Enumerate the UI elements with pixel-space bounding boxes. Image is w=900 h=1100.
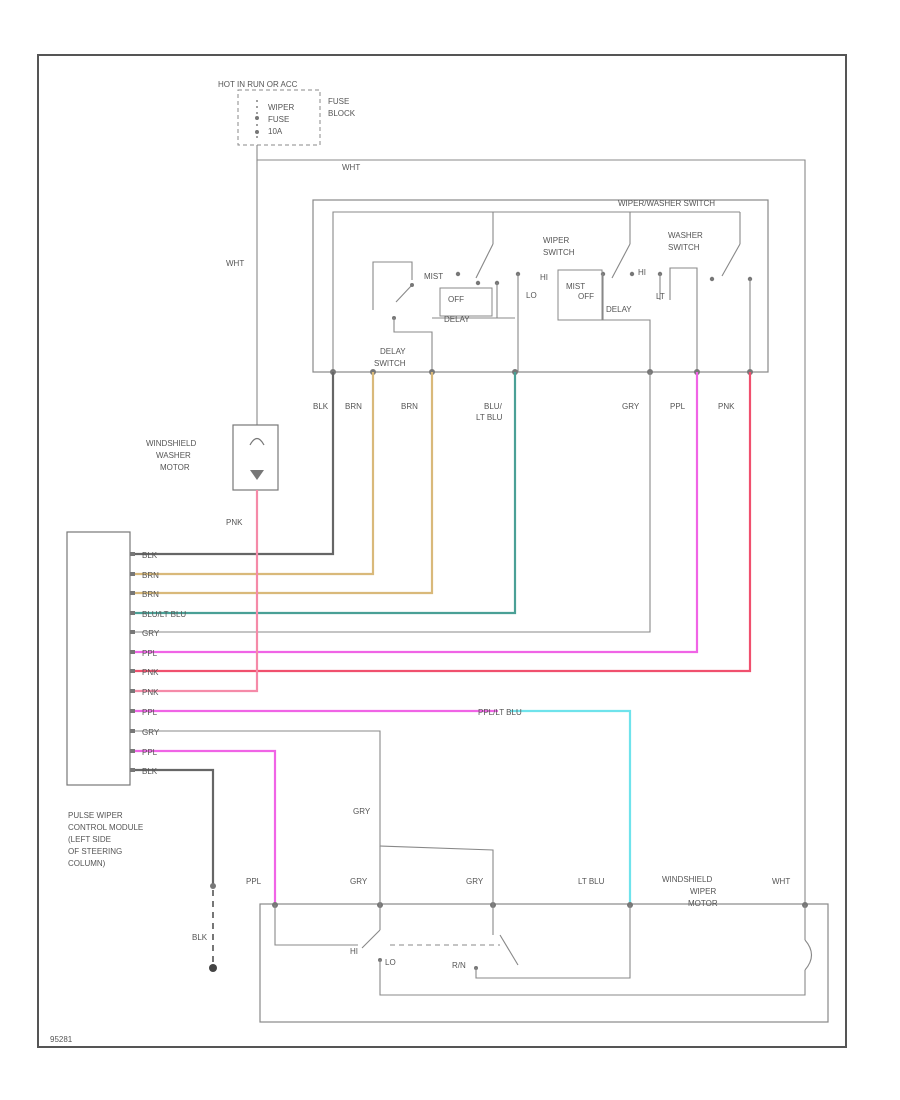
lower-wire-labels: GRY PPL GRY GRY LT BLU WHT: [246, 807, 790, 905]
wht-supply-wires: WHT WHT: [226, 145, 806, 905]
lt-blu-label: LT BLU: [578, 877, 605, 886]
module-name-4: OF STEERING: [68, 847, 122, 856]
wire-pnk: [135, 372, 752, 673]
pin-label-4: BLU/LT BLU: [142, 610, 186, 619]
switch-wire-labels: BLK BRN BRN BLU/ LT BLU GRY PPL PNK: [313, 402, 735, 422]
washer-motor-name-1: WINDSHIELD: [146, 439, 196, 448]
wire-label-blu: BLU/: [484, 402, 503, 411]
diagram-code: 95281: [50, 1035, 73, 1044]
ground-icon: [209, 964, 217, 972]
wire-ppl-ltblu-b: [510, 709, 632, 905]
pin-label-1: BLK: [142, 551, 158, 560]
pin-label-9: PPL: [142, 708, 158, 717]
module-name-2: CONTROL MODULE: [68, 823, 143, 832]
wht-top-label: WHT: [342, 163, 360, 172]
wire-blu-ltblu: [135, 372, 517, 615]
washer-switch-label-1: WASHER: [668, 231, 703, 240]
pin-label-6: PPL: [142, 649, 158, 658]
wiper-fuse-label-1: WIPER: [268, 103, 294, 112]
module-name-1: PULSE WIPER: [68, 811, 123, 820]
delay-switch-label-1: DELAY: [380, 347, 406, 356]
ppl-ltblu-label: PPL/LT BLU: [478, 708, 522, 717]
washer-motor-name-3: MOTOR: [160, 463, 190, 472]
fuse-block-label-2: BLOCK: [328, 109, 356, 118]
wire-blk: [135, 372, 335, 556]
hi-tag: HI: [350, 947, 358, 956]
module-name-3: (LEFT SIDE: [68, 835, 111, 844]
lo-label: LO: [526, 291, 537, 300]
wire-gry: [135, 372, 651, 633]
hot-in-run-label: HOT IN RUN OR ACC: [218, 80, 298, 89]
washer-pnk-label: PNK: [226, 518, 243, 527]
wire-pnk-washer: [135, 490, 259, 693]
hi-right-label: HI: [638, 268, 646, 277]
wiper-motor-name-3: MOTOR: [688, 899, 718, 908]
wire-label-brn-1: BRN: [345, 402, 362, 411]
ground: BLK: [192, 883, 217, 972]
wiper-fuse-label-2: FUSE: [268, 115, 289, 124]
pin-label-11: PPL: [142, 748, 158, 757]
mist-off-label-1: MIST: [566, 282, 585, 291]
module-wires: BLK BRN BRN BLU/LT BLU GRY PPL PNK PNK P…: [130, 372, 752, 905]
wiper-motor: WINDSHIELD WIPER MOTOR HI LO R/N: [259, 875, 829, 1023]
fuse-block-label-1: FUSE: [328, 97, 349, 106]
delay-right-label: DELAY: [606, 305, 632, 314]
mist-off-label-2: OFF: [578, 292, 594, 301]
wire-label-ppl: PPL: [670, 402, 686, 411]
wiper-motor-name-2: WIPER: [690, 887, 716, 896]
ppl-left-label: PPL: [246, 877, 262, 886]
wiper-switch-label-2: SWITCH: [543, 248, 575, 257]
pin-label-10: GRY: [142, 728, 160, 737]
wiper-motor-name-1: WINDSHIELD: [662, 875, 712, 884]
pin-label-3: BRN: [142, 590, 159, 599]
module-name-5: COLUMN): [68, 859, 106, 868]
wire-label-blk: BLK: [313, 402, 329, 411]
wire-label-brn-2: BRN: [401, 402, 418, 411]
mist-label: MIST: [424, 272, 443, 281]
wire-blk-ground: [135, 768, 215, 886]
rn-tag: R/N: [452, 961, 466, 970]
wire-brn-1: [135, 372, 375, 576]
delay-left-label: DELAY: [444, 315, 470, 324]
wht-left-label: WHT: [226, 259, 244, 268]
wire-label-ltblu: LT BLU: [476, 413, 503, 422]
lo-tag: LO: [385, 958, 396, 967]
washer-motor-name-2: WASHER: [156, 451, 191, 460]
pin-label-5: GRY: [142, 629, 160, 638]
fuse-block: HOT IN RUN OR ACC WIPER FUSE 10A FUSE BL…: [218, 80, 356, 146]
lt-label: LT: [656, 292, 665, 301]
gry-mid-label: GRY: [353, 807, 371, 816]
wiper-washer-switch: WIPER/WASHER SWITCH: [312, 199, 769, 375]
wire-brn-2: [135, 372, 434, 595]
gry-b-label: GRY: [466, 877, 484, 886]
wire-ppl: [135, 372, 699, 654]
pin-label-7: PNK: [142, 668, 159, 677]
wht-right-label: WHT: [772, 877, 790, 886]
off-left-label: OFF: [448, 295, 464, 304]
wire-gry-lower: [135, 730, 381, 826]
pin-label-8: PNK: [142, 688, 159, 697]
washer-motor: WINDSHIELD WASHER MOTOR PNK: [146, 424, 279, 527]
wire-ppl-lower: [135, 749, 277, 905]
delay-switch-label-2: SWITCH: [374, 359, 406, 368]
switch-title: WIPER/WASHER SWITCH: [618, 199, 715, 208]
wire-label-pnk: PNK: [718, 402, 735, 411]
wiper-fuse-label-3: 10A: [268, 127, 283, 136]
pin-label-12: BLK: [142, 767, 158, 776]
diagram-frame: [37, 54, 847, 1048]
wire-label-gry: GRY: [622, 402, 640, 411]
gry-a-label: GRY: [350, 877, 368, 886]
washer-switch-label-2: SWITCH: [668, 243, 700, 252]
blk-ground-label: BLK: [192, 933, 208, 942]
pin-label-2: BRN: [142, 571, 159, 580]
hi-left-label: HI: [540, 273, 548, 282]
wiper-switch-label-1: WIPER: [543, 236, 569, 245]
pulse-wiper-module: PULSE WIPER CONTROL MODULE (LEFT SIDE OF…: [66, 531, 143, 868]
